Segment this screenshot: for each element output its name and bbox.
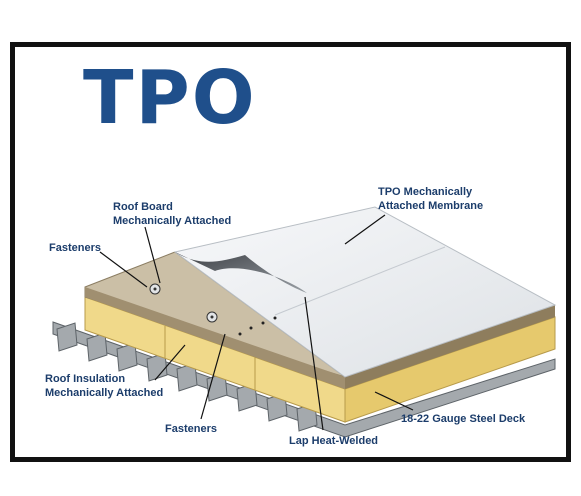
fastener-plates [149, 283, 218, 323]
lap-label: Lap Heat-Welded [289, 435, 379, 447]
roof-assembly-illustration [52, 206, 557, 438]
insulation-label: Roof Insulation Mechanically Attached [45, 373, 164, 399]
tpo-membrane [173, 206, 557, 378]
lap-fastener-dots [238, 316, 277, 336]
membrane-peeled-corner [175, 252, 307, 293]
page-title: TPO [83, 55, 257, 141]
leader-lines [99, 214, 414, 431]
roof-board-label: Roof Board Mechanically Attached [113, 201, 232, 227]
diagram-frame: TPO Roof Board Mechanically Attached Fas… [10, 42, 571, 462]
membrane-label: TPO Mechanically Attached Membrane [378, 186, 484, 212]
fasteners-top-label: Fasteners [49, 242, 101, 254]
steel-deck-label: 18-22 Gauge Steel Deck [401, 413, 526, 425]
fasteners-bottom-label: Fasteners [165, 423, 217, 435]
